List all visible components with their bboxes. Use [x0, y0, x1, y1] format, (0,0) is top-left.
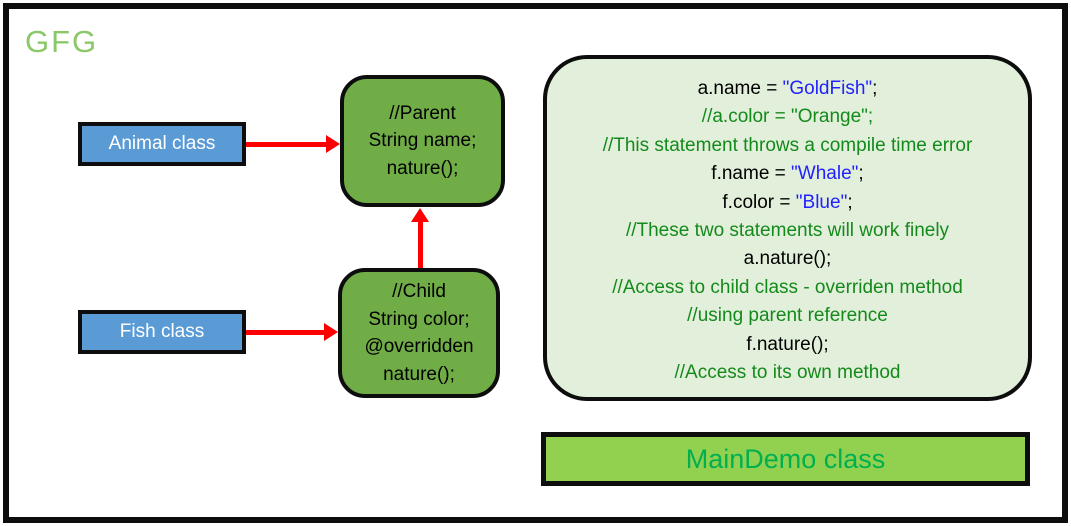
parent-box-line: String name; [368, 130, 477, 152]
gfg-logo: GFG [25, 24, 99, 59]
fish-to-child-arrowhead-icon [324, 323, 338, 341]
fish-to-child-arrow-line [246, 330, 325, 335]
code-segment-string: "Whale" [791, 163, 859, 185]
animal-to-parent-arrowhead-icon [326, 135, 340, 153]
child-box-line: @overridden [364, 336, 474, 357]
code-segment-code: a.nature(); [743, 248, 832, 270]
code-line: //Access to its own method [555, 359, 1020, 387]
code-segment-code: f.color = [722, 191, 796, 213]
code-segment-comment: //This statement throws a compile time e… [602, 134, 973, 156]
code-line: //Access to child class - overriden meth… [555, 274, 1020, 302]
code-segment-code: ; [847, 191, 853, 213]
code-segment-code: f.name = [711, 163, 792, 185]
code-line: f.name = "Whale"; [555, 160, 1020, 188]
child-box-line: nature(); [383, 363, 455, 385]
code-line: //a.color = "Orange"; [555, 103, 1020, 131]
parent-box-line: nature(); [386, 157, 459, 179]
animal-class-box: Animal class [78, 122, 246, 166]
maindemo-class-label: MainDemo class [685, 443, 886, 474]
parent-box-line: //Parent [389, 102, 456, 124]
animal-class-label: Animal class [108, 133, 216, 154]
child-box-line: //Child [392, 281, 446, 302]
code-segment-string: "Blue" [795, 191, 848, 213]
code-line: a.name = "GoldFish"; [555, 75, 1020, 103]
parent-class-box: //Parent String name; nature(); [340, 75, 505, 207]
code-segment-comment: //a.color = "Orange"; [701, 106, 874, 128]
code-segment-comment: //These two statements will work finely [625, 220, 950, 242]
code-line: a.nature(); [555, 245, 1020, 273]
child-box-line: String color; [368, 308, 470, 330]
code-segment-comment: //using parent reference [687, 305, 888, 327]
animal-to-parent-arrow-line [246, 142, 327, 147]
child-to-parent-arrowhead-icon [411, 208, 429, 222]
maindemo-class-box: MainDemo class [541, 432, 1030, 486]
code-segment-code: ; [858, 163, 864, 185]
child-to-parent-arrow-line [418, 221, 423, 268]
code-lines: a.name = "GoldFish"; //a.color = "Orange"… [555, 75, 1020, 387]
code-line: //This statement throws a compile time e… [555, 132, 1020, 160]
code-segment-string: "GoldFish" [782, 78, 873, 99]
fish-class-box: Fish class [78, 310, 246, 354]
code-line: //These two statements will work finely [555, 217, 1020, 245]
child-class-box: //Child String color; @overridden nature… [338, 268, 500, 398]
code-segment-comment: //Access to child class - overriden meth… [612, 276, 963, 298]
outer-frame [3, 3, 1068, 523]
code-segment-comment: //Access to its own method [674, 362, 901, 384]
code-segment-code: f.nature(); [746, 333, 829, 355]
code-line: //using parent reference [555, 302, 1020, 330]
code-line: f.nature(); [555, 331, 1020, 359]
code-line: f.color = "Blue"; [555, 189, 1020, 217]
code-segment-code: a.name = [697, 78, 783, 99]
code-segment-code: ; [872, 78, 878, 99]
code-panel: a.name = "GoldFish"; //a.color = "Orange"… [543, 55, 1032, 401]
fish-class-label: Fish class [119, 321, 205, 342]
